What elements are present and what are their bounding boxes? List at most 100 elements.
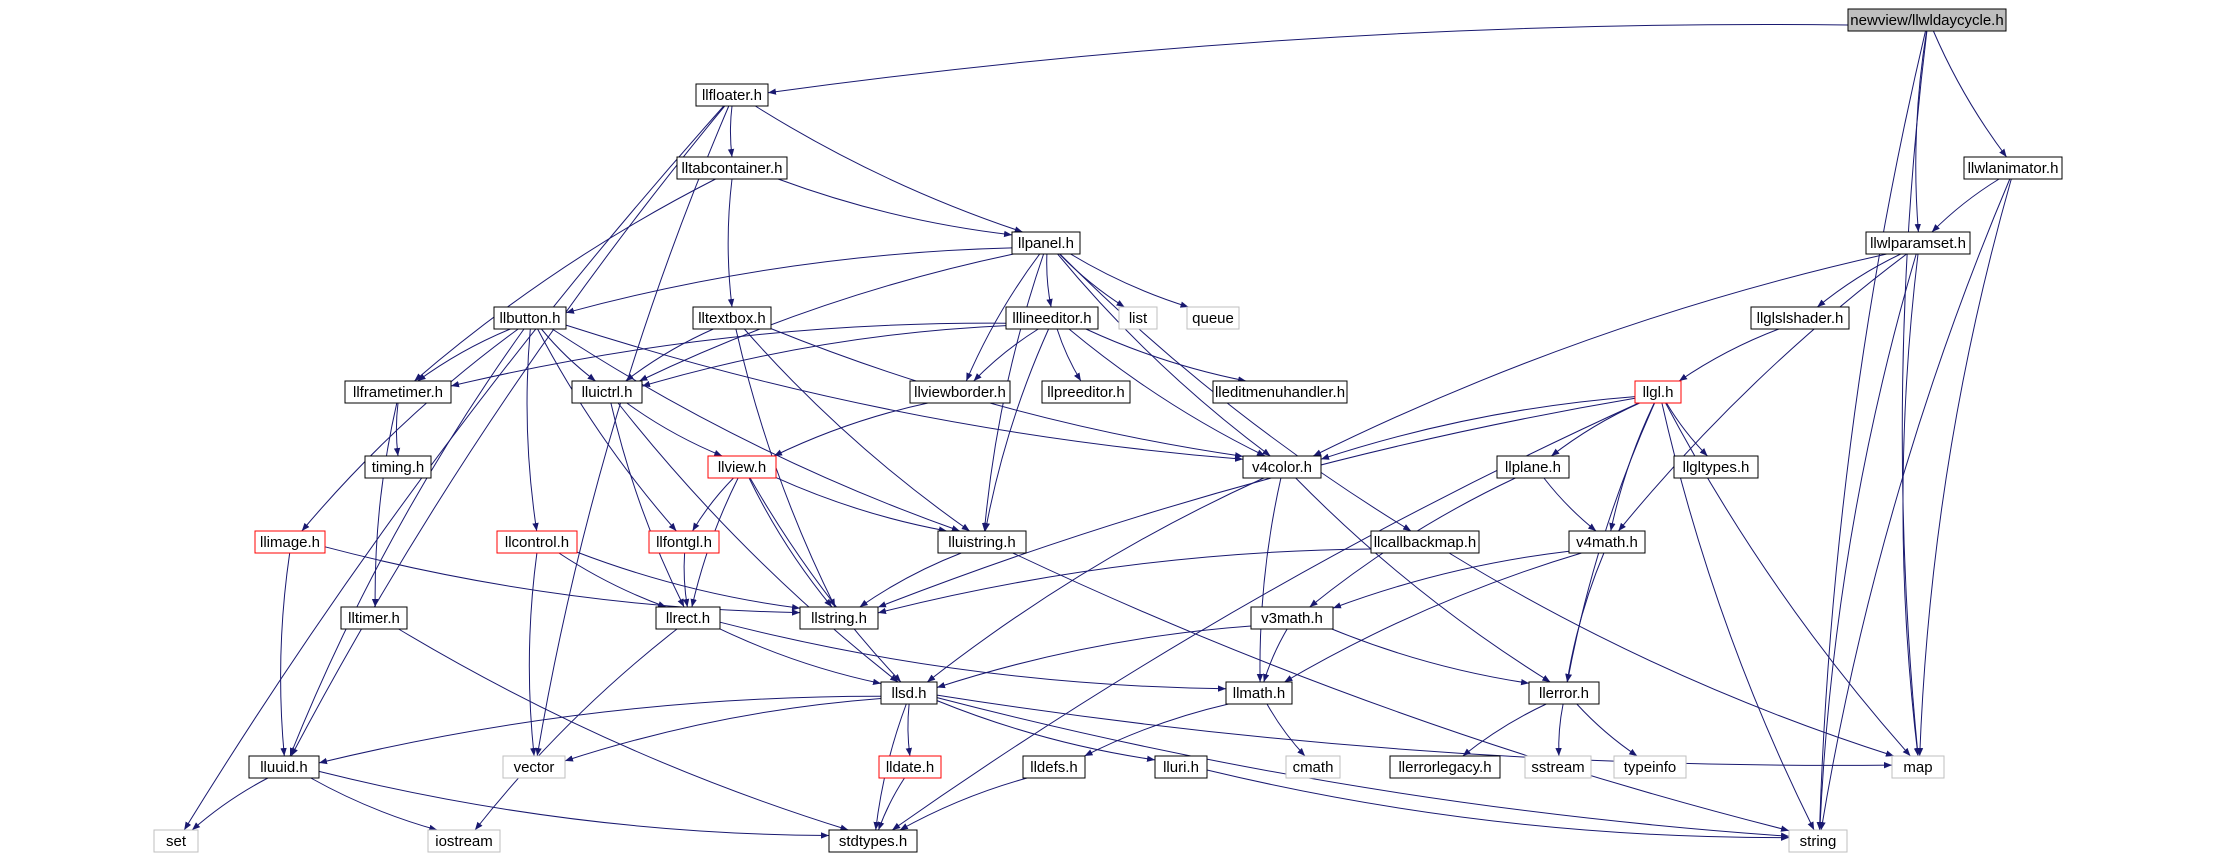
edge-lllineeditor-to-llviewborder (973, 328, 1039, 382)
edge-llcallbackmap-to-map (1448, 552, 1895, 757)
node-iostream[interactable]: iostream (427, 829, 501, 853)
edge-llerror-to-typeinfo (1576, 703, 1638, 757)
node-v4math[interactable]: v4math.h (1568, 530, 1646, 554)
node-llcallbackmap[interactable]: llcallbackmap.h (1370, 530, 1480, 554)
node-llgltypes[interactable]: llgltypes.h (1673, 455, 1759, 479)
edge-llwlanimator-to-string (1819, 178, 2011, 831)
node-llsd-box (880, 681, 938, 705)
node-lltextbox[interactable]: lltextbox.h (692, 306, 772, 330)
node-list[interactable]: list (1118, 306, 1158, 330)
node-llviewborder[interactable]: llviewborder.h (909, 380, 1011, 404)
node-llrect[interactable]: llrect.h (655, 606, 721, 630)
node-llmath[interactable]: llmath.h (1225, 681, 1293, 705)
node-lltimer[interactable]: lltimer.h (340, 606, 408, 630)
node-llplane[interactable]: llplane.h (1496, 455, 1570, 479)
edge-llpanel-to-list (1059, 253, 1125, 308)
node-llgl[interactable]: llgl.h (1634, 380, 1682, 404)
node-llstring-box (799, 606, 879, 630)
node-lldate[interactable]: lldate.h (878, 755, 942, 779)
edge-llgl-to-llgltypes (1666, 402, 1708, 457)
edge-lltextbox-to-v4color (770, 328, 1244, 459)
node-llwlparamset[interactable]: llwlparamset.h (1865, 231, 1971, 255)
edge-llview-to-llsd (749, 477, 902, 683)
node-lltabcontainer[interactable]: lltabcontainer.h (676, 156, 788, 180)
node-llcontrol[interactable]: llcontrol.h (496, 530, 578, 554)
edge-llview-to-llstring (748, 477, 833, 608)
node-llglslshader-label: llglslshader.h (1757, 310, 1844, 327)
node-llpanel-box (1011, 231, 1081, 255)
node-iostream-label: iostream (435, 833, 493, 850)
node-lltabcontainer-label: lltabcontainer.h (682, 160, 783, 177)
node-stdtypes[interactable]: stdtypes.h (828, 829, 918, 853)
edge-lllineeditor-to-llframetimer (450, 322, 1007, 388)
edge-llbutton-to-lluuid (289, 328, 525, 757)
edge-llwlparamset-to-map (1902, 253, 1921, 757)
node-lluistring[interactable]: lluistring.h (937, 530, 1027, 554)
edge-lluri-to-string (1206, 769, 1790, 841)
node-lluuid[interactable]: lluuid.h (248, 755, 320, 779)
edge-lltextbox-to-lluictrl (625, 328, 714, 382)
node-lluri[interactable]: lluri.h (1154, 755, 1208, 779)
node-string[interactable]: string (1788, 829, 1848, 853)
node-vector[interactable]: vector (502, 755, 566, 779)
node-llview[interactable]: llview.h (707, 455, 777, 479)
node-llframetimer[interactable]: llframetimer.h (344, 380, 452, 404)
edge-llcontrol-to-vector (528, 552, 538, 757)
node-llplane-box (1496, 455, 1570, 479)
edge-v4math-to-v3math (1332, 550, 1570, 609)
node-lluictrl[interactable]: lluictrl.h (571, 380, 643, 404)
node-root[interactable]: newview/llwldaycycle.h (1847, 8, 2007, 32)
edge-llrect-to-llsd (719, 628, 882, 685)
node-map[interactable]: map (1891, 755, 1945, 779)
edge-llcallbackmap-to-llstring (877, 548, 1372, 615)
node-root-box (1847, 8, 2007, 32)
edge-llbutton-to-lluistring (551, 328, 960, 532)
node-llmath-label: llmath.h (1233, 685, 1286, 702)
node-llpreeditor[interactable]: llpreeditor.h (1041, 380, 1131, 404)
node-v3math[interactable]: v3math.h (1250, 606, 1334, 630)
node-llsd[interactable]: llsd.h (880, 681, 938, 705)
edge-llcontrol-to-llrect (558, 552, 667, 608)
edge-llview-to-lluistring (775, 477, 947, 533)
node-list-box (1118, 306, 1158, 330)
node-cmath-box (1285, 755, 1341, 779)
node-lldefs[interactable]: lldefs.h (1022, 755, 1086, 779)
node-stdtypes-label: stdtypes.h (839, 833, 907, 850)
node-llcallbackmap-label: llcallbackmap.h (1374, 534, 1477, 551)
edge-llframetimer-to-timing (393, 402, 401, 457)
edge-llbutton-to-v4color (565, 324, 1244, 462)
node-llframetimer-label: llframetimer.h (353, 384, 443, 401)
edge-llplane-to-v4math (1543, 477, 1597, 532)
node-llfloater[interactable]: llfloater.h (695, 83, 769, 107)
node-llwlanimator[interactable]: llwlanimator.h (1963, 156, 2063, 180)
node-lluri-label: lluri.h (1163, 759, 1199, 776)
node-set-label: set (166, 833, 187, 850)
edge-llpanel-to-lllineeditor (1046, 253, 1053, 308)
node-timing[interactable]: timing.h (364, 455, 432, 479)
node-llstring[interactable]: llstring.h (799, 606, 879, 630)
node-v4color[interactable]: v4color.h (1242, 455, 1322, 479)
node-llfontgl[interactable]: llfontgl.h (648, 530, 720, 554)
node-llpanel[interactable]: llpanel.h (1011, 231, 1081, 255)
node-lltimer-label: lltimer.h (348, 610, 400, 627)
node-llglslshader[interactable]: llglslshader.h (1750, 306, 1850, 330)
node-sstream[interactable]: sstream (1524, 755, 1592, 779)
node-lllineeditor[interactable]: lllineeditor.h (1005, 306, 1099, 330)
node-llerror[interactable]: llerror.h (1528, 681, 1600, 705)
node-typeinfo[interactable]: typeinfo (1613, 755, 1687, 779)
node-llimage[interactable]: llimage.h (254, 530, 326, 554)
edge-llpanel-to-llbutton (565, 247, 1013, 314)
node-llbutton[interactable]: llbutton.h (493, 306, 567, 330)
edge-lluuid-to-stdtypes (318, 770, 830, 839)
node-queue[interactable]: queue (1186, 306, 1240, 330)
node-v4color-label: v4color.h (1252, 459, 1312, 476)
edge-v4color-to-llerror (1295, 477, 1551, 683)
node-lleditmenuhandler[interactable]: lleditmenuhandler.h (1212, 380, 1348, 404)
node-llplane-label: llplane.h (1505, 459, 1561, 476)
node-cmath[interactable]: cmath (1285, 755, 1341, 779)
edge-lltabcontainer-to-llframetimer (414, 178, 716, 382)
node-llerrorlegacy[interactable]: llerrorlegacy.h (1389, 755, 1501, 779)
node-set[interactable]: set (153, 829, 199, 853)
node-llrect-box (655, 606, 721, 630)
edge-llpanel-to-queue (1070, 253, 1189, 308)
